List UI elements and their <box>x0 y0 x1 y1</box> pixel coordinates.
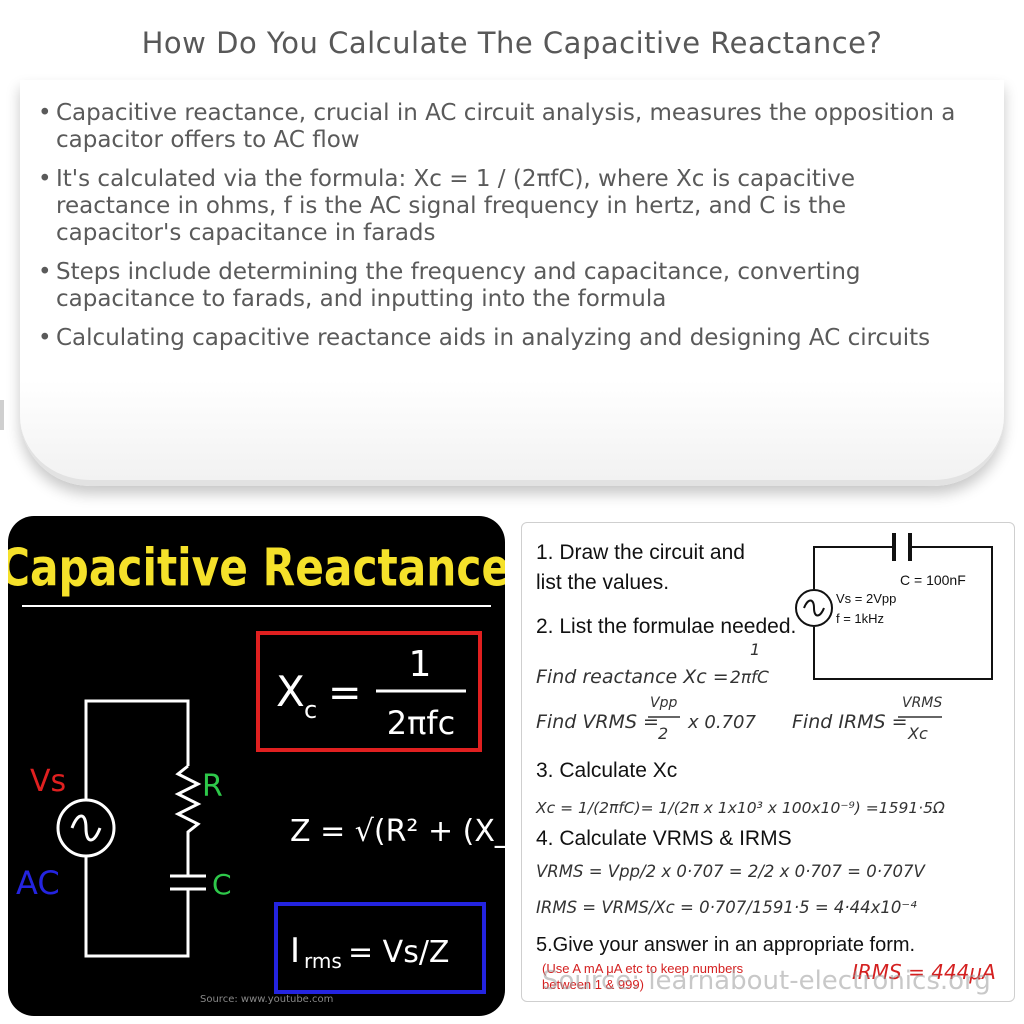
bullet-item: •Steps include determining the frequency… <box>38 259 974 313</box>
irms-subscript: rms <box>304 949 342 973</box>
ac-label: AC <box>16 864 60 902</box>
image-source-label: Source: www.youtube.com <box>200 994 333 1005</box>
step5-text: 5.Give your answer in an appropriate for… <box>536 934 915 956</box>
vrms-frac-den: 2 <box>658 724 668 743</box>
irms-frac-num: VRMS <box>902 695 942 711</box>
final-answer: IRMS = 444μA <box>852 960 996 984</box>
r-label: R <box>202 769 223 804</box>
source-voltage: Vs = 2Vpp <box>836 591 896 606</box>
ac-source-icon <box>56 798 116 858</box>
worked-example-drawing: 1. Draw the circuit and list the values.… <box>535 533 996 996</box>
irms-rhs: = Vs/Z <box>348 935 449 970</box>
bullet-text: Capacitive reactance, crucial in AC circ… <box>56 100 956 153</box>
bullet-item: •Capacitive reactance, crucial in AC cir… <box>38 100 974 154</box>
calc-vrms-text: VRMS = Vpp/2 x 0·707 = 2/2 x 0·707 = 0·7… <box>536 862 926 881</box>
note-line2: between 1 & 999) <box>542 977 644 992</box>
circuit-wires <box>84 699 206 958</box>
bullet-text: It's calculated via the formula: Xc = 1 … <box>56 166 856 246</box>
bullet-dot: • <box>38 166 52 192</box>
note-line1: (Use A mA μA etc to keep numbers <box>542 961 744 976</box>
bullet-item: •Calculating capacitive reactance aids i… <box>38 325 974 352</box>
xc-frac-den: 2πfC <box>730 668 769 688</box>
find-irms-text: Find IRMS = <box>792 711 908 733</box>
impedance-formula: Z = √(R² + (X_L − X_C)²) <box>290 814 505 849</box>
vrms-factor: x 0.707 <box>687 712 756 733</box>
step1-line1: 1. Draw the circuit and <box>536 541 745 564</box>
step2-text: 2. List the formulae needed. <box>536 615 796 638</box>
irms-formula-box <box>274 902 486 994</box>
sine-wave-icon <box>70 814 102 842</box>
xc-numerator: 1 <box>409 644 432 685</box>
bullet-item: •It's calculated via the formula: Xc = 1… <box>38 166 974 247</box>
card-edge-mark <box>0 400 4 430</box>
step4-text: 4. Calculate VRMS & IRMS <box>536 827 792 850</box>
bullet-dot: • <box>38 100 52 126</box>
c-label: C <box>212 868 232 901</box>
worked-example-image: 1. Draw the circuit and list the values.… <box>521 522 1015 1002</box>
irms-frac-den: Xc <box>907 724 928 743</box>
page-title: How Do You Calculate The Capacitive Reac… <box>141 26 883 60</box>
bullet-list: •Capacitive reactance, crucial in AC cir… <box>20 80 1004 352</box>
example-sine-icon <box>803 599 825 617</box>
bullet-dot: • <box>38 259 52 285</box>
bullet-text: Steps include determining the frequency … <box>56 259 861 312</box>
vrms-frac-num: Vpp <box>650 695 677 711</box>
summary-card: •Capacitive reactance, crucial in AC cir… <box>20 80 1004 486</box>
bullet-text: Calculating capacitive reactance aids in… <box>56 325 931 351</box>
capacitor-value: C = 100nF <box>900 572 966 588</box>
vs-label: Vs <box>30 764 66 799</box>
bullet-dot: • <box>38 325 52 351</box>
find-vrms-text: Find VRMS = <box>536 711 659 733</box>
step1-line2: list the values. <box>536 571 669 594</box>
capacitive-reactance-drawing: Capacitive Reactance X c = 1 2πfc Z = √(… <box>8 538 505 1005</box>
step3-text: 3. Calculate Xc <box>536 759 677 782</box>
xc-formula-box <box>256 631 482 752</box>
image-title: Capacitive Reactance <box>8 538 505 598</box>
calc-xc-text: Xc = 1/(2πfC)= 1/(2π x 1x10³ x 100x10⁻⁹)… <box>535 799 945 817</box>
source-frequency: f = 1kHz <box>836 611 884 626</box>
example-circuit <box>813 533 993 680</box>
capacitive-reactance-image: Capacitive Reactance X c = 1 2πfc Z = √(… <box>8 516 505 1016</box>
find-xc-text: Find reactance Xc = <box>536 666 729 688</box>
xc-symbol: X <box>276 667 305 716</box>
xc-subscript: c <box>304 696 317 724</box>
xc-equals: = <box>328 670 362 716</box>
xc-denominator: 2πfc <box>387 704 455 742</box>
source-watermark: Source: learnabout-electronics.org <box>542 966 991 996</box>
xc-frac-num: 1 <box>750 640 760 659</box>
irms-symbol: I <box>290 931 300 971</box>
calc-irms-text: IRMS = VRMS/Xc = 0·707/1591·5 = 4·44x10⁻… <box>536 898 917 917</box>
